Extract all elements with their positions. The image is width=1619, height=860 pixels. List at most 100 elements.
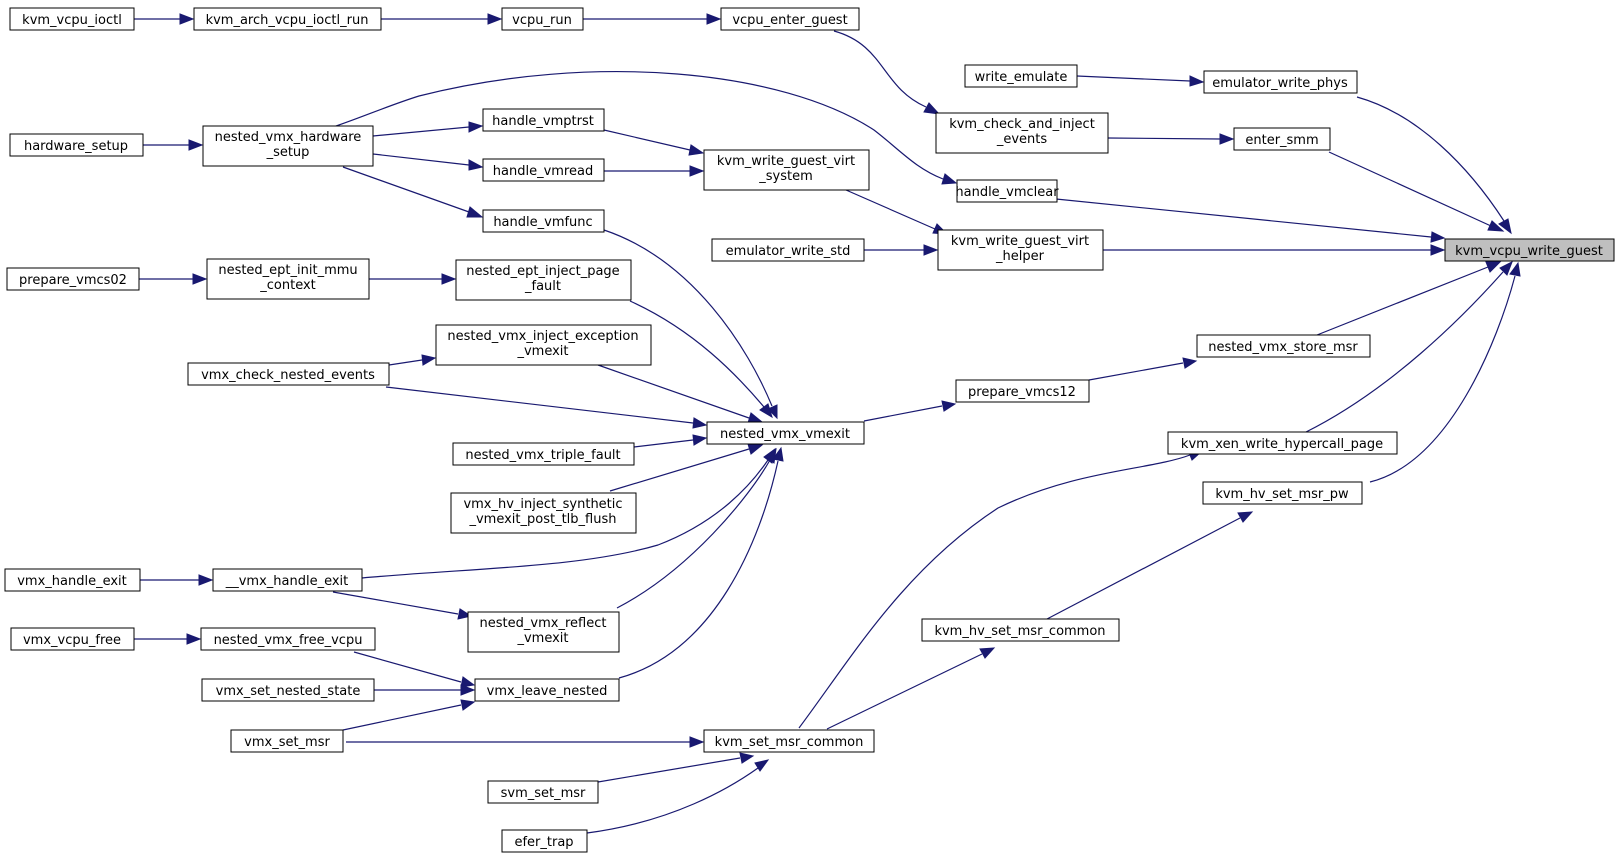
node-vmx-set-nested-state-label: vmx_set_nested_state xyxy=(216,684,361,699)
node-kvm-hv-set-msr-pw[interactable]: kvm_hv_set_msr_pw xyxy=(1202,481,1363,505)
node-vmx-set-msr[interactable]: vmx_set_msr xyxy=(230,729,344,753)
node-vmx-handle-exit[interactable]: vmx_handle_exit xyxy=(4,568,141,592)
edge-vmx-set-msr-to-kvm-set-msr-common xyxy=(346,736,705,748)
node-vmx-hv-inject-synthetic-vmexit-post-tlb-flush[interactable]: vmx_hv_inject_synthetic_vmexit_post_tlb_… xyxy=(450,492,637,534)
node-vmx-handle-exit-label: vmx_handle_exit xyxy=(17,574,127,589)
node-kvm-set-msr-common-label: kvm_set_msr_common xyxy=(715,735,864,750)
node-nested-vmx-free-vcpu-label: nested_vmx_free_vcpu xyxy=(214,633,363,648)
node-prepare-vmcs02[interactable]: prepare_vmcs02 xyxy=(6,267,140,291)
edge-nested-ept-inject-page-fault-to-nested-vmx-vmexit xyxy=(629,300,773,419)
node-hardware-setup[interactable]: hardware_setup xyxy=(9,133,144,157)
node-emulator-write-phys[interactable]: emulator_write_phys xyxy=(1203,70,1358,94)
edge-vmx-check-nested-events-to-nested-vmx-vmexit xyxy=(385,386,708,429)
node-svm-set-msr[interactable]: svm_set_msr xyxy=(487,780,599,804)
node-nested-vmx-reflect-vmexit-label-1: nested_vmx_reflect xyxy=(480,616,607,631)
edge-kvm-arch-vcpu-ioctl-run-to-vcpu-run xyxy=(381,13,503,25)
node-nested-ept-init-mmu-context[interactable]: nested_ept_init_mmu_context xyxy=(206,258,370,300)
node-handle-vmfunc[interactable]: handle_vmfunc xyxy=(482,209,605,233)
node-handle-vmptrst-label: handle_vmptrst xyxy=(492,114,594,129)
edge-vcpu-enter-guest-to-kvm-check-and-inject-events xyxy=(833,30,941,115)
edge-nested-vmx-inject-exception-vmexit-to-nested-vmx-vmexit xyxy=(597,364,764,424)
node-nested-vmx-reflect-vmexit[interactable]: nested_vmx_reflect_vmexit xyxy=(467,611,620,653)
node-efer-trap[interactable]: efer_trap xyxy=(501,829,588,853)
edge-svm-set-msr-to-kvm-set-msr-common xyxy=(597,752,755,783)
edges-layer xyxy=(134,13,1521,834)
edge-prepare-vmcs02-to-nested-ept-init-mmu-context xyxy=(139,273,208,285)
edge-vmx-vcpu-free-to-nested-vmx-free-vcpu xyxy=(134,633,202,645)
node-prepare-vmcs12-label: prepare_vmcs12 xyxy=(968,385,1076,400)
node-efer-trap-label: efer_trap xyxy=(514,835,573,850)
node-kvm-hv-set-msr-common[interactable]: kvm_hv_set_msr_common xyxy=(921,618,1120,642)
node-nested-ept-inject-page-fault-label-1: nested_ept_inject_page xyxy=(466,264,619,279)
edge-kvm-write-guest-virt-system-to-kvm-write-guest-virt-helper xyxy=(845,189,949,235)
edge-vmx-set-msr-to-vmx-leave-nested xyxy=(342,699,476,731)
node-kvm-check-and-inject-events[interactable]: kvm_check_and_inject_events xyxy=(935,112,1109,154)
node-vcpu-run[interactable]: vcpu_run xyxy=(501,7,584,31)
node-kvm-vcpu-ioctl[interactable]: kvm_vcpu_ioctl xyxy=(9,7,135,31)
edge-enter-smm-to-kvm-vcpu-write-guest xyxy=(1328,151,1505,232)
node-nested-vmx-vmexit[interactable]: nested_vmx_vmexit xyxy=(706,421,865,445)
node-nested-vmx-inject-exception-vmexit[interactable]: nested_vmx_inject_exception_vmexit xyxy=(435,324,652,366)
edge-vmx-set-nested-state-to-vmx-leave-nested xyxy=(374,684,476,696)
node-vmx-leave-nested-label: vmx_leave_nested xyxy=(487,684,608,699)
node-kvm-set-msr-common[interactable]: kvm_set_msr_common xyxy=(703,729,875,753)
edge-handle-vmptrst-to-kvm-write-guest-virt-system xyxy=(603,129,705,156)
edge-vcpu-run-to-vcpu-enter-guest xyxy=(583,13,722,25)
node-enter-smm[interactable]: enter_smm xyxy=(1233,127,1331,151)
edge-kvm-check-and-inject-events-to-enter-smm xyxy=(1107,133,1235,145)
edge-nested-vmx-free-vcpu-to-vmx-leave-nested xyxy=(353,651,476,688)
node-nested-vmx-hardware-setup[interactable]: nested_vmx_hardware_setup xyxy=(202,125,374,167)
node-vmx-handle-exit-inner-label: __vmx_handle_exit xyxy=(225,574,349,589)
node-vcpu-enter-guest[interactable]: vcpu_enter_guest xyxy=(720,7,860,31)
node-handle-vmptrst[interactable]: handle_vmptrst xyxy=(482,108,605,132)
edge-handle-vmclear-to-kvm-vcpu-write-guest xyxy=(1055,198,1446,243)
node-write-emulate[interactable]: write_emulate xyxy=(964,64,1078,88)
node-kvm-arch-vcpu-ioctl-run[interactable]: kvm_arch_vcpu_ioctl_run xyxy=(193,7,382,31)
edge-hardware-setup-to-nested-vmx-hardware-setup xyxy=(143,139,204,151)
node-vmx-vcpu-free[interactable]: vmx_vcpu_free xyxy=(10,627,135,651)
node-nested-vmx-hardware-setup-label-2: _setup xyxy=(266,145,310,160)
nodes-layer: kvm_vcpu_ioctl kvm_arch_vcpu_ioctl_run v… xyxy=(4,7,1615,853)
node-write-emulate-label: write_emulate xyxy=(975,70,1068,85)
edge-handle-vmfunc-to-nested-vmx-vmexit xyxy=(603,229,778,420)
node-nested-vmx-triple-fault[interactable]: nested_vmx_triple_fault xyxy=(452,442,635,466)
node-nested-ept-inject-page-fault[interactable]: nested_ept_inject_page_fault xyxy=(455,259,632,301)
node-kvm-write-guest-virt-helper[interactable]: kvm_write_guest_virt_helper xyxy=(937,229,1104,271)
edge-vmx-handle-exit-inner-to-nested-vmx-reflect-vmexit xyxy=(332,591,473,620)
edge-nested-vmx-reflect-vmexit-to-nested-vmx-vmexit xyxy=(616,447,777,609)
edge-vmx-handle-exit-to-vmx-handle-exit-inner xyxy=(140,574,214,586)
edge-handle-vmread-to-kvm-write-guest-virt-system xyxy=(604,165,705,177)
edge-write-emulate-to-emulator-write-phys xyxy=(1076,75,1205,87)
node-kvm-xen-write-hypercall-page[interactable]: kvm_xen_write_hypercall_page xyxy=(1167,431,1398,455)
node-emulator-write-std[interactable]: emulator_write_std xyxy=(711,238,865,262)
node-kvm-hv-set-msr-pw-label: kvm_hv_set_msr_pw xyxy=(1215,487,1349,502)
node-vcpu-enter-guest-label: vcpu_enter_guest xyxy=(732,13,847,28)
node-kvm-check-and-inject-events-label-2: _events xyxy=(996,132,1048,147)
edge-nested-vmx-hardware-setup-to-handle-vmclear xyxy=(332,71,958,185)
node-nested-ept-init-mmu-context-label-2: _context xyxy=(259,278,316,293)
node-handle-vmread-label: handle_vmread xyxy=(493,164,593,179)
node-handle-vmclear[interactable]: handle_vmclear xyxy=(955,179,1059,203)
node-kvm-vcpu-write-guest[interactable]: kvm_vcpu_write_guest xyxy=(1444,238,1615,262)
node-prepare-vmcs12[interactable]: prepare_vmcs12 xyxy=(955,379,1090,403)
edge-kvm-hv-set-msr-pw-to-kvm-vcpu-write-guest xyxy=(1369,261,1521,483)
node-prepare-vmcs02-label: prepare_vmcs02 xyxy=(19,273,127,288)
node-nested-vmx-inject-exception-vmexit-label-1: nested_vmx_inject_exception xyxy=(447,329,638,344)
edge-vmx-leave-nested-to-nested-vmx-vmexit xyxy=(618,446,784,679)
node-nested-ept-init-mmu-context-label-1: nested_ept_init_mmu xyxy=(218,263,357,278)
node-vmx-set-nested-state[interactable]: vmx_set_nested_state xyxy=(201,678,375,702)
node-handle-vmread[interactable]: handle_vmread xyxy=(482,158,605,182)
node-nested-vmx-store-msr[interactable]: nested_vmx_store_msr xyxy=(1196,334,1371,358)
node-nested-vmx-inject-exception-vmexit-label-2: _vmexit xyxy=(516,344,568,359)
node-handle-vmclear-label: handle_vmclear xyxy=(955,185,1059,200)
node-nested-vmx-free-vcpu[interactable]: nested_vmx_free_vcpu xyxy=(200,627,376,651)
edge-nested-vmx-hardware-setup-to-handle-vmptrst xyxy=(372,121,484,137)
node-vmx-leave-nested[interactable]: vmx_leave_nested xyxy=(474,678,620,702)
node-kvm-write-guest-virt-system-label-1: kvm_write_guest_virt xyxy=(717,154,855,169)
node-vmx-set-msr-label: vmx_set_msr xyxy=(244,735,330,750)
node-kvm-write-guest-virt-system[interactable]: kvm_write_guest_virt_system xyxy=(703,149,870,191)
node-emulator-write-std-label: emulator_write_std xyxy=(726,244,851,259)
node-vmx-handle-exit-inner[interactable]: __vmx_handle_exit xyxy=(212,568,363,592)
node-vmx-check-nested-events[interactable]: vmx_check_nested_events xyxy=(187,362,390,386)
node-nested-vmx-store-msr-label: nested_vmx_store_msr xyxy=(1208,340,1358,355)
